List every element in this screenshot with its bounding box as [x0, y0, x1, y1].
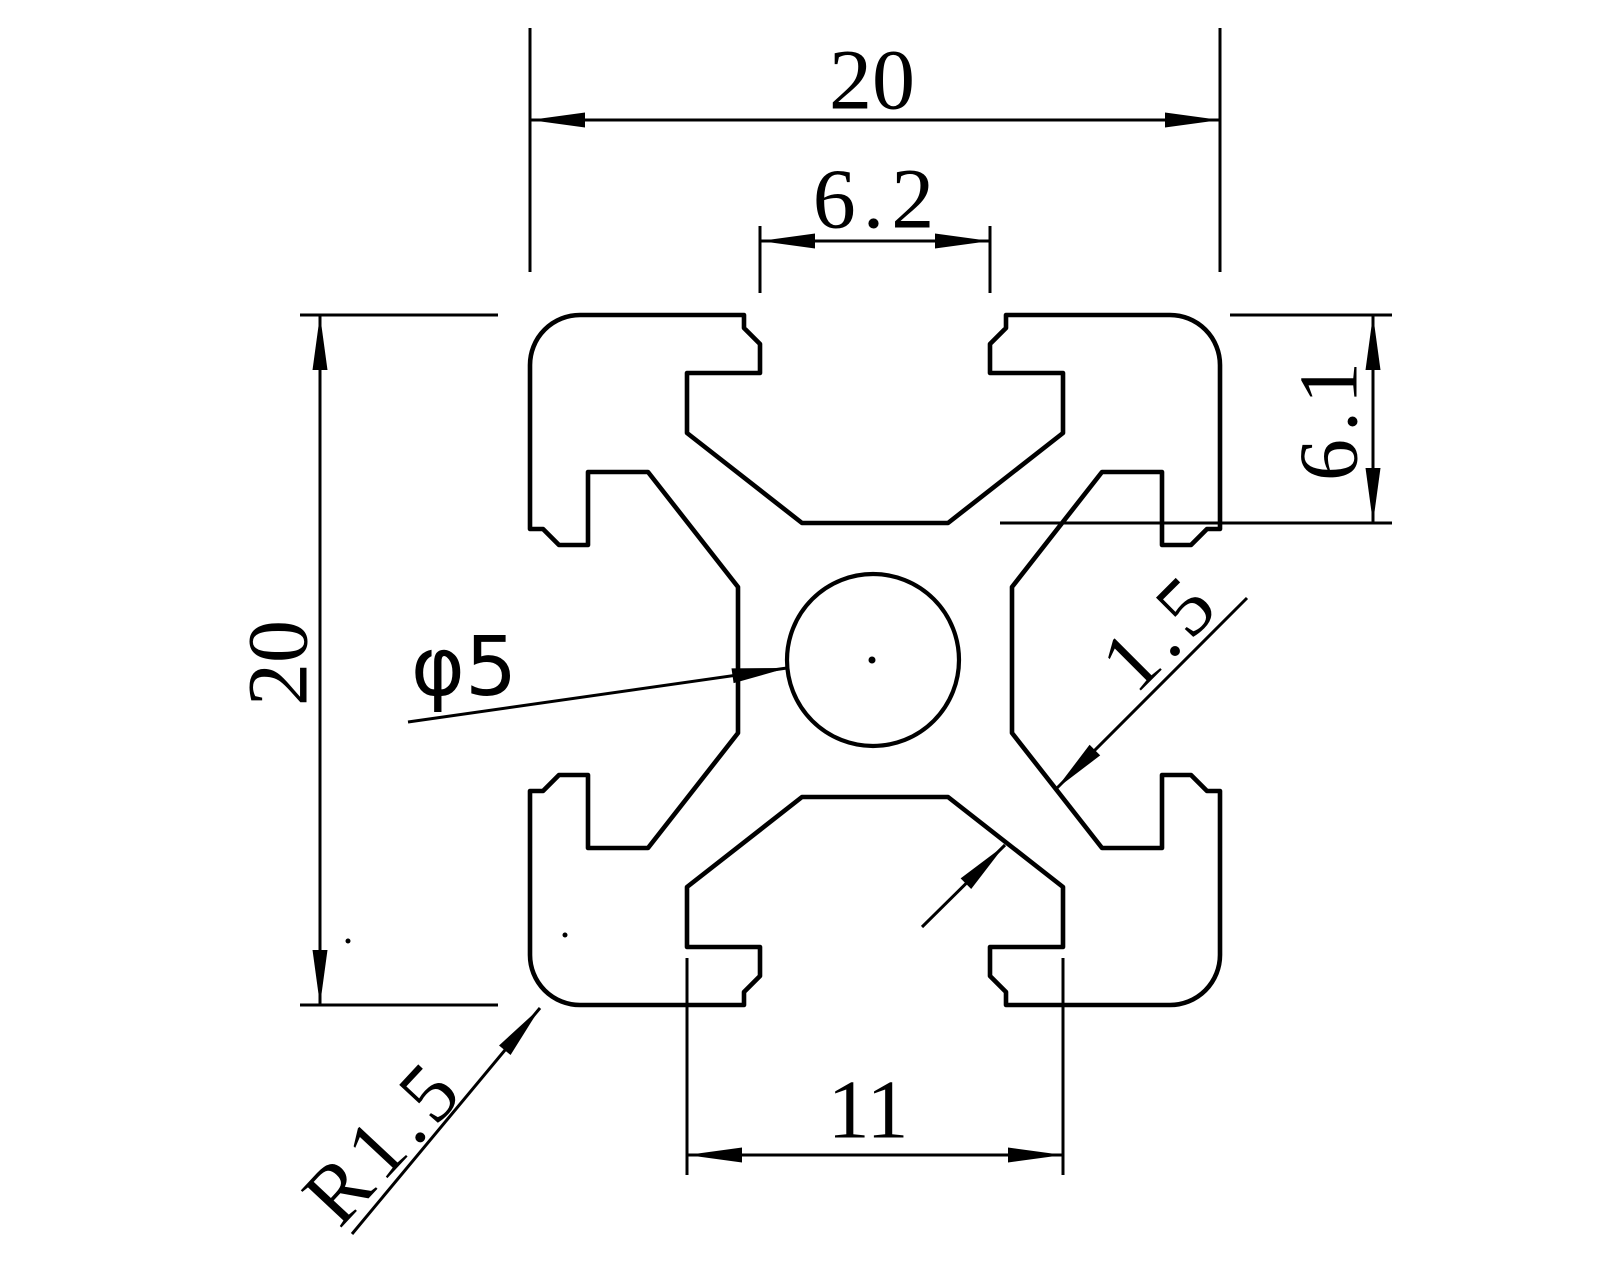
- center-mark-dot: [868, 656, 876, 664]
- arrowhead: [530, 112, 585, 128]
- dimension-slot-depth: 6.1: [1283, 355, 1376, 481]
- leader-arrowhead: [731, 668, 787, 684]
- dimension-corner-radius: R1.5: [285, 1041, 482, 1243]
- dimension-label-slot-inner-width: 11: [828, 1064, 909, 1157]
- leader-line: [407, 666, 788, 724]
- leader-arrowhead: [1056, 744, 1101, 789]
- stray-speck-dot: [345, 938, 351, 944]
- dimension-label-slot-depth: 6.1: [1283, 355, 1376, 481]
- dimension-label-corner-radius: R1.5: [285, 1041, 482, 1243]
- dimension-overall-height: 20: [229, 620, 325, 706]
- arrowhead: [1165, 112, 1220, 128]
- arrowhead: [312, 315, 328, 370]
- dimension-slot-inner-width: 11: [828, 1064, 909, 1157]
- dimension-label-overall-width: 20: [829, 31, 915, 127]
- dimension-label-slot-opening: 6.2: [813, 150, 942, 246]
- arrowhead: [935, 233, 990, 249]
- dimension-slot-opening: 6.2: [813, 150, 942, 246]
- dimension-label-overall-height: 20: [229, 620, 325, 706]
- arrowhead: [687, 1147, 742, 1163]
- dimension-label-wall-thickness: 1.5: [1083, 554, 1238, 709]
- arrowhead: [1365, 315, 1381, 370]
- extrusion-profile-outline: [527, 312, 1223, 1008]
- arrowhead: [312, 950, 328, 1005]
- dimension-wall-thickness: 1.5: [1083, 554, 1238, 709]
- center-bore-circle: [784, 571, 962, 749]
- dimension-graphics: [300, 28, 1392, 1235]
- arrowhead: [1365, 468, 1381, 523]
- dimension-overall-width: 20: [829, 31, 915, 127]
- arrowhead: [760, 233, 815, 249]
- dimension-center-bore: φ5: [411, 620, 517, 715]
- arrowhead: [1008, 1147, 1063, 1163]
- leader-arrowhead: [499, 1008, 540, 1056]
- stray-speck-dot: [562, 932, 568, 938]
- dimension-label-center-bore: φ5: [411, 620, 517, 715]
- leader-arrowhead: [960, 845, 1005, 890]
